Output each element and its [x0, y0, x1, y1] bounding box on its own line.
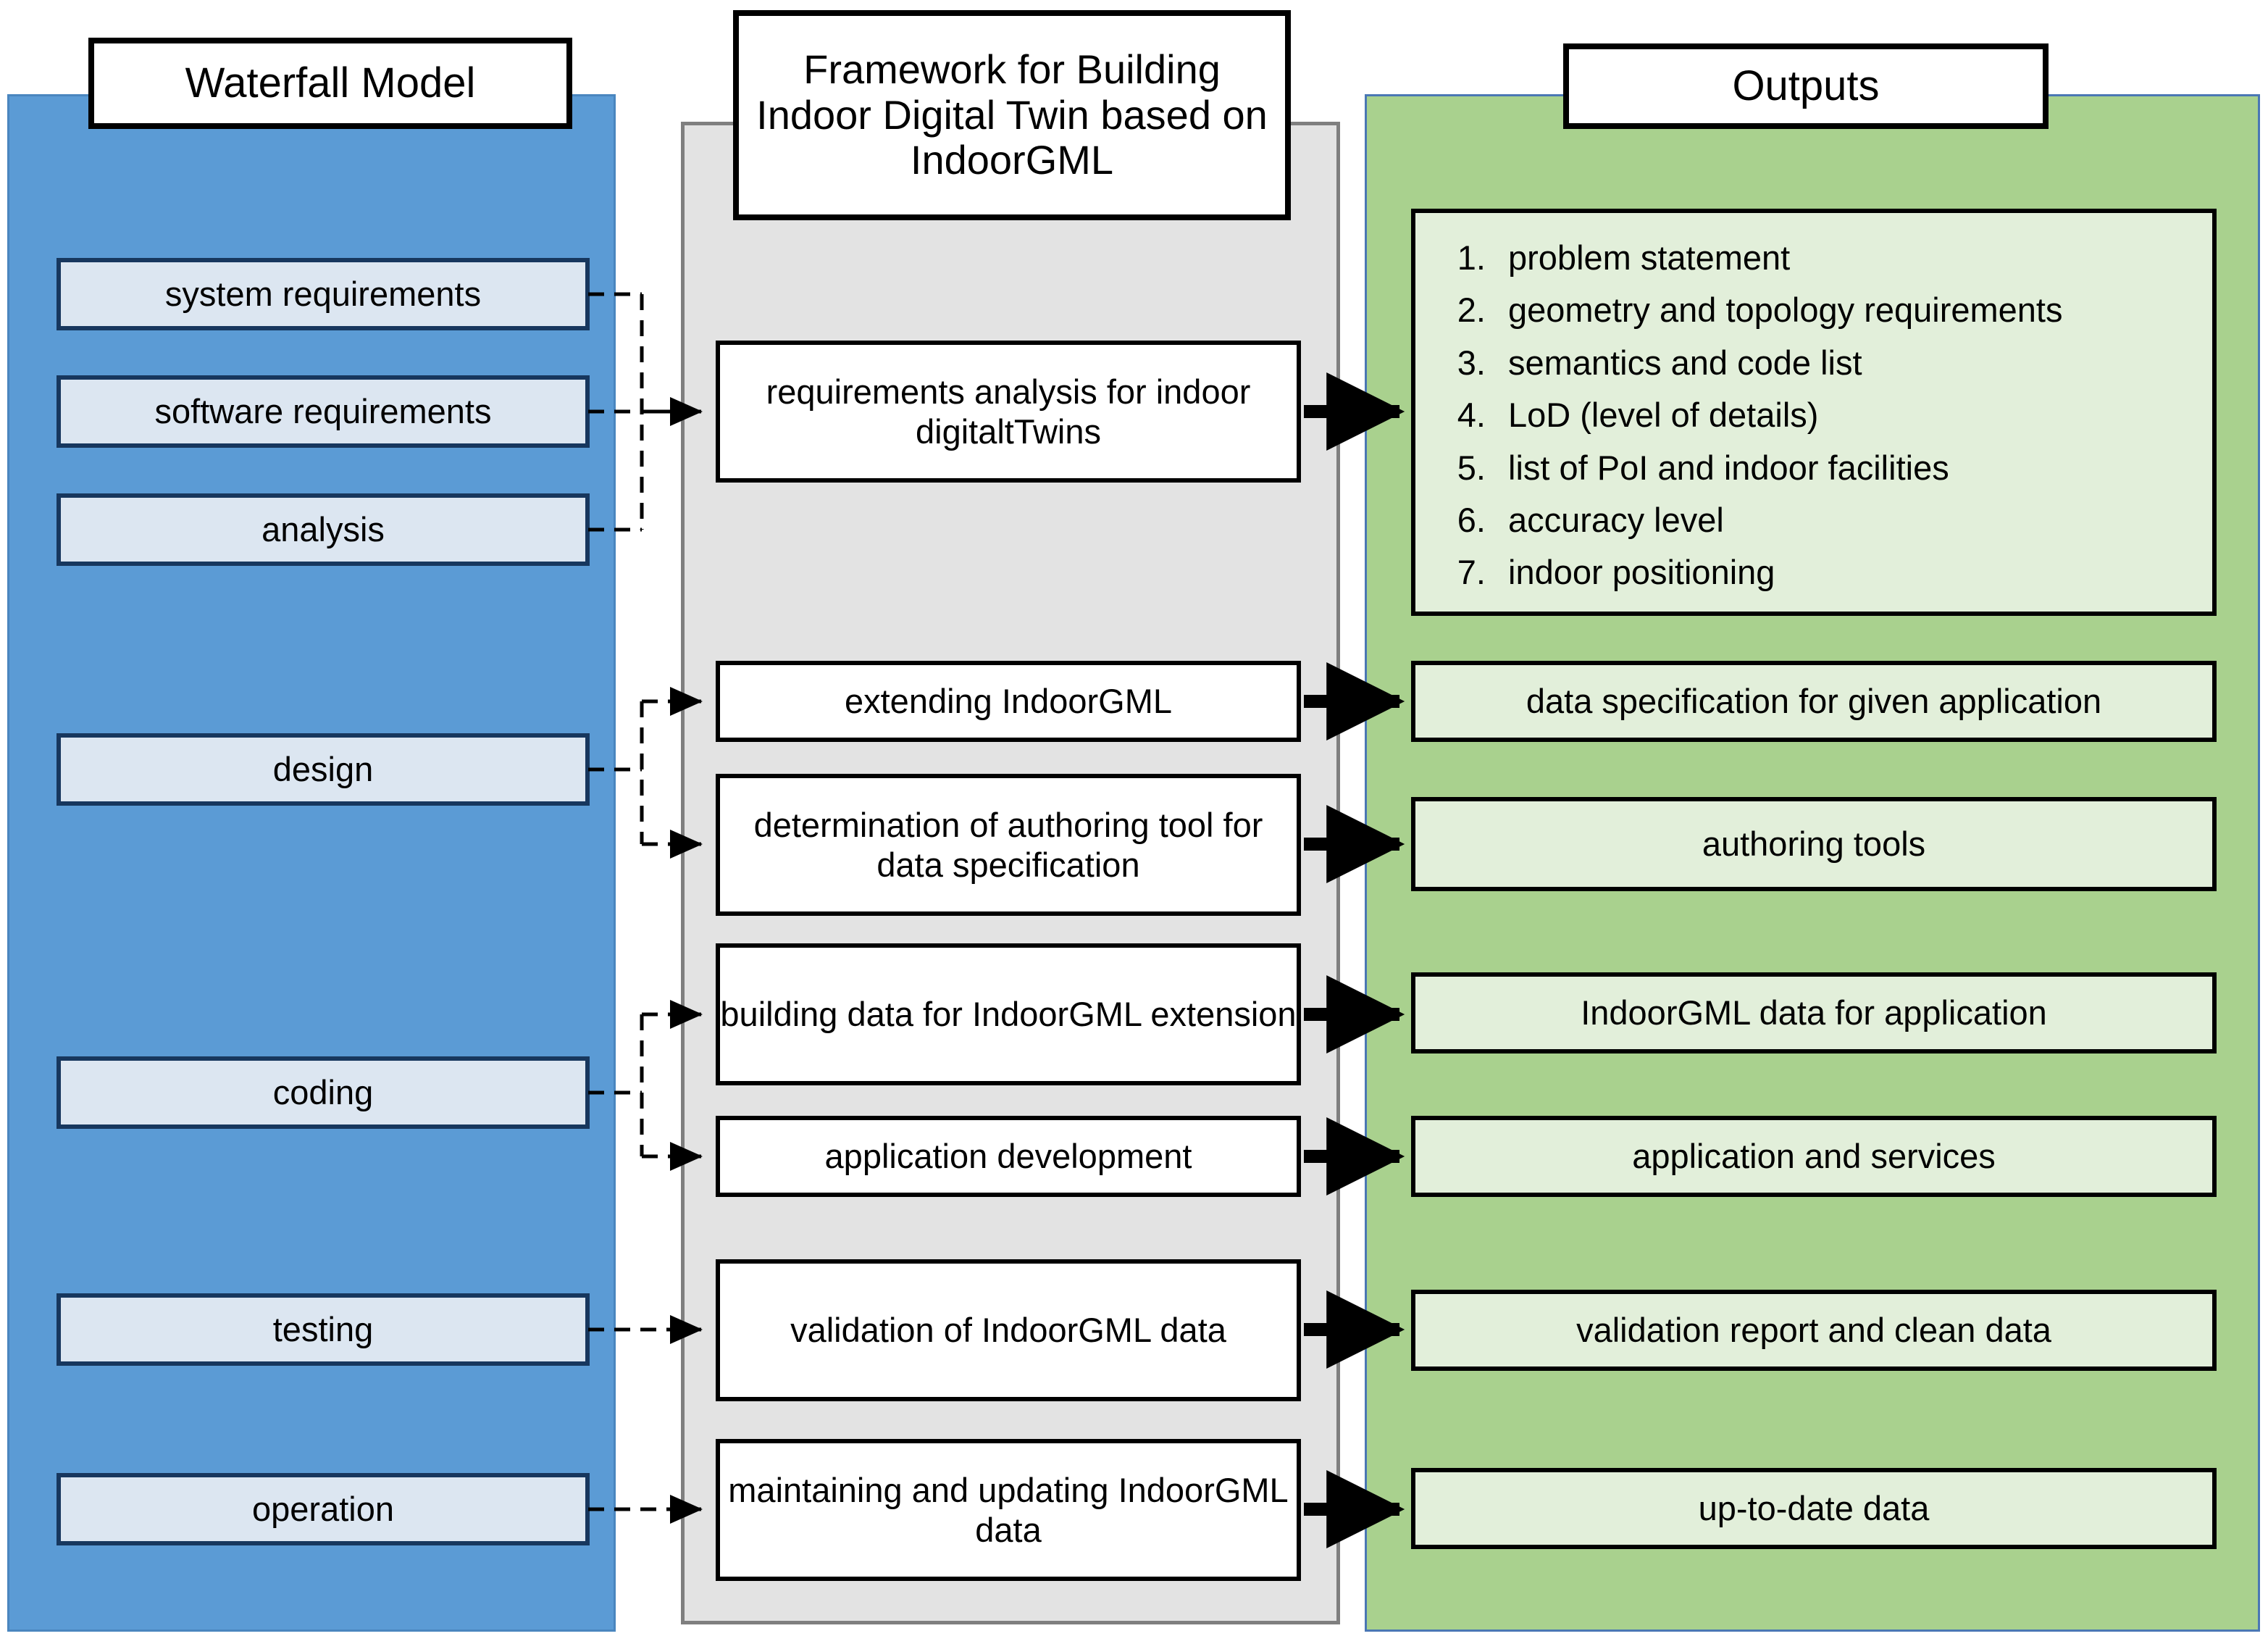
outputs-list-item: indoor positioning — [1495, 546, 2198, 598]
output-data-specification[interactable]: data specification for given application — [1411, 661, 2217, 742]
framework-step-requirements-analysis[interactable]: requirements analysis for indoor digital… — [716, 341, 1301, 483]
framework-step-maintaining-updating[interactable]: maintaining and updating IndoorGML data — [716, 1439, 1301, 1581]
outputs-list-item: LoD (level of details) — [1495, 389, 2198, 441]
waterfall-model-panel — [7, 94, 616, 1632]
waterfall-phase-operation[interactable]: operation — [57, 1473, 590, 1545]
output-validation-report[interactable]: validation report and clean data — [1411, 1290, 2217, 1371]
waterfall-phase-system-requirements[interactable]: system requirements — [57, 258, 590, 330]
framework-title: Framework for Building Indoor Digital Tw… — [733, 10, 1291, 220]
waterfall-phase-analysis[interactable]: analysis — [57, 493, 590, 566]
waterfall-phase-software-requirements[interactable]: software requirements — [57, 375, 590, 448]
output-authoring-tools[interactable]: authoring tools — [1411, 797, 2217, 891]
waterfall-phase-testing[interactable]: testing — [57, 1293, 590, 1366]
output-indoorgml-data-for-application[interactable]: IndoorGML data for application — [1411, 972, 2217, 1053]
framework-step-building-data[interactable]: building data for IndoorGML extension — [716, 943, 1301, 1085]
outputs-list-item: list of PoI and indoor facilities — [1495, 442, 2198, 494]
outputs-list-item: accuracy level — [1495, 494, 2198, 546]
outputs-ordered-list: problem statement geometry and topology … — [1440, 232, 2198, 599]
output-application-and-services[interactable]: application and services — [1411, 1116, 2217, 1197]
outputs-list-item: semantics and code list — [1495, 337, 2198, 389]
waterfall-model-title: Waterfall Model — [88, 38, 572, 129]
framework-step-application-development[interactable]: application development — [716, 1116, 1301, 1197]
framework-step-authoring-tool-determination[interactable]: determination of authoring tool for data… — [716, 774, 1301, 916]
waterfall-phase-design[interactable]: design — [57, 733, 590, 806]
outputs-requirements-list: problem statement geometry and topology … — [1411, 209, 2217, 616]
framework-step-validation[interactable]: validation of IndoorGML data — [716, 1259, 1301, 1401]
framework-step-extending-indoorgml[interactable]: extending IndoorGML — [716, 661, 1301, 742]
outputs-list-item: geometry and topology requirements — [1495, 284, 2198, 336]
outputs-list-item: problem statement — [1495, 232, 2198, 284]
waterfall-phase-coding[interactable]: coding — [57, 1056, 590, 1129]
output-up-to-date-data[interactable]: up-to-date data — [1411, 1468, 2217, 1549]
outputs-title: Outputs — [1563, 43, 2049, 129]
